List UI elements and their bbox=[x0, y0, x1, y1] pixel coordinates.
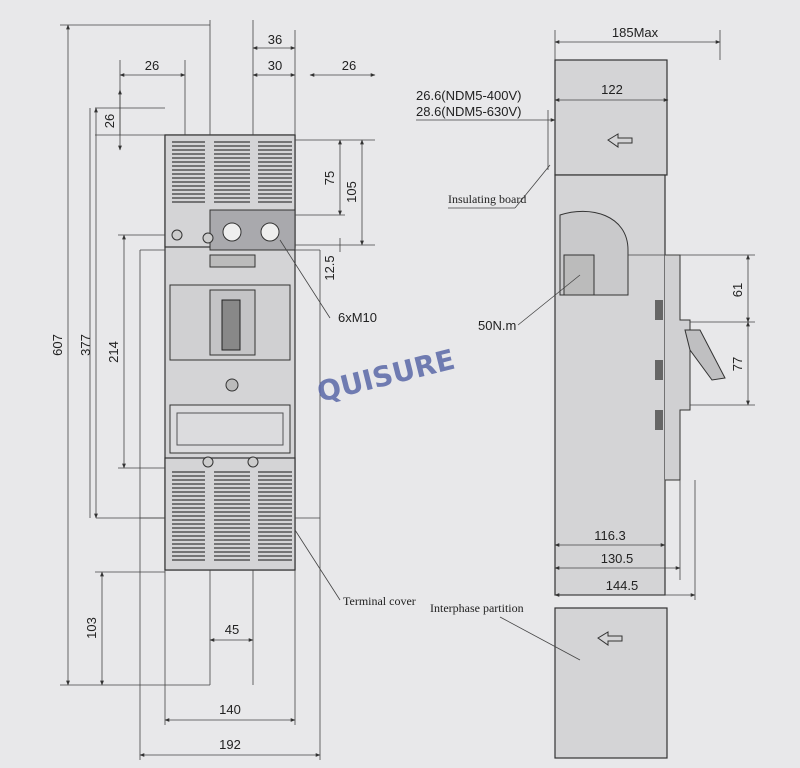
dim-75: 75 bbox=[322, 171, 337, 185]
front-view: 26 36 30 26 26 75 105 12.5 6xM10 607 bbox=[50, 20, 416, 760]
side-profile bbox=[665, 254, 691, 481]
accessory-window bbox=[169, 404, 291, 454]
dim-214: 214 bbox=[106, 341, 121, 363]
terminal-bolt bbox=[260, 222, 280, 242]
dim-116-3: 116.3 bbox=[594, 528, 626, 543]
dim-105: 105 bbox=[344, 181, 359, 203]
dim-26-right: 26 bbox=[342, 58, 356, 73]
side-view: 185Max 122 26.6(NDM5-400V) 28.6(NDM5-630… bbox=[416, 25, 755, 759]
leader-insulating-board bbox=[514, 164, 551, 209]
handle-lever bbox=[684, 329, 726, 381]
label-6xm10: 6xM10 bbox=[338, 310, 377, 325]
dim-377: 377 bbox=[78, 334, 93, 356]
vent-slot bbox=[655, 410, 663, 430]
bottom-vents bbox=[172, 471, 292, 561]
dim-122: 122 bbox=[601, 82, 623, 97]
bottom-terminal-cover bbox=[164, 457, 296, 571]
leader-6xm10 bbox=[279, 239, 331, 319]
label-interphase-partition: Interphase partition bbox=[430, 601, 524, 615]
leader-interphase-partition bbox=[499, 616, 581, 661]
arrow-icon bbox=[597, 631, 623, 646]
operating-handle bbox=[221, 299, 241, 351]
top-vents bbox=[172, 141, 292, 203]
screw bbox=[202, 232, 214, 244]
label-insulating-board: Insulating board bbox=[448, 192, 526, 206]
arrow-icon bbox=[607, 133, 633, 148]
accessory-window-inner bbox=[176, 412, 284, 446]
dim-30: 30 bbox=[268, 58, 282, 73]
dim-26-left: 26 bbox=[145, 58, 159, 73]
label-torque: 50N.m bbox=[478, 318, 516, 333]
test-button bbox=[225, 378, 239, 392]
dim-77: 77 bbox=[730, 357, 745, 371]
dim-61: 61 bbox=[730, 283, 745, 297]
dim-36: 36 bbox=[268, 32, 282, 47]
leader-terminal-cover bbox=[294, 529, 341, 601]
nameplate bbox=[209, 254, 256, 268]
dim-192: 192 bbox=[219, 737, 241, 752]
terminal-bolt bbox=[222, 222, 242, 242]
leader-torque bbox=[517, 274, 581, 326]
brand-watermark: QUISURE bbox=[314, 343, 458, 409]
vent-slot bbox=[655, 360, 663, 380]
dim-130-5: 130.5 bbox=[601, 551, 634, 566]
dim-144-5: 144.5 bbox=[606, 578, 639, 593]
bottom-interphase-partition bbox=[554, 607, 668, 759]
handle-base bbox=[563, 254, 595, 296]
dim-12-5: 12.5 bbox=[322, 255, 337, 280]
dim-28-6: 28.6(NDM5-630V) bbox=[416, 104, 522, 119]
label-terminal-cover: Terminal cover bbox=[343, 594, 416, 608]
dim-607: 607 bbox=[50, 334, 65, 356]
vent-slot bbox=[655, 300, 663, 320]
screw bbox=[247, 456, 259, 468]
dim-26-side: 26 bbox=[102, 114, 117, 128]
dim-26-6: 26.6(NDM5-400V) bbox=[416, 88, 522, 103]
dim-140: 140 bbox=[219, 702, 241, 717]
screw bbox=[202, 456, 214, 468]
dim-103: 103 bbox=[84, 617, 99, 639]
dim-45: 45 bbox=[225, 622, 239, 637]
dim-185max: 185Max bbox=[612, 25, 659, 40]
screw bbox=[171, 229, 183, 241]
top-interphase-partition bbox=[554, 59, 668, 176]
